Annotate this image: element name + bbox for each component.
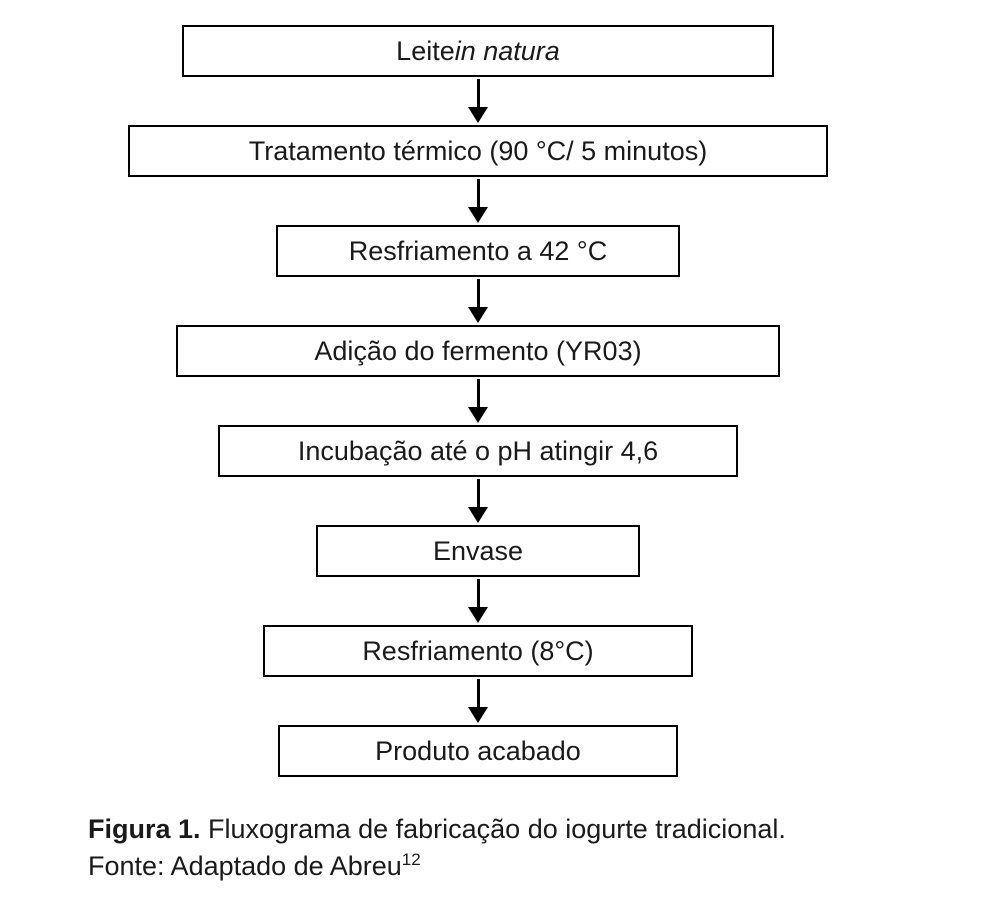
figure-caption-line1: Figura 1. Fluxograma de fabricação do io…	[88, 811, 1004, 848]
down-arrow-icon	[468, 577, 488, 625]
flow-step-label: Tratamento térmico (90 °C/ 5 minutos)	[248, 135, 708, 166]
yogurt-flowchart: Leite in natura Tratamento térmico (90 °…	[128, 25, 828, 777]
arrow-stem	[476, 679, 480, 709]
flow-step-resfriamento-8: Resfriamento (8°C)	[263, 625, 693, 677]
arrow-stem	[476, 479, 480, 509]
down-arrow-icon	[468, 477, 488, 525]
figure-caption: Figura 1. Fluxograma de fabricação do io…	[88, 811, 1004, 885]
flow-step-tratamento-termico: Tratamento térmico (90 °C/ 5 minutos)	[128, 125, 828, 177]
figure-source-reference-superscript: 12	[401, 850, 421, 869]
flow-step-label-italic: in natura	[454, 35, 560, 66]
flow-step-label: Resfriamento a 42 °C	[348, 235, 608, 266]
flow-step-leite-in-natura: Leite in natura	[182, 25, 774, 77]
flow-step-adicao-fermento: Adição do fermento (YR03)	[176, 325, 780, 377]
arrow-head	[468, 607, 488, 623]
figure-caption-text: Fluxograma de fabricação do iogurte trad…	[200, 814, 786, 844]
arrow-stem	[476, 79, 480, 109]
arrow-stem	[476, 379, 480, 409]
figure-source-text: Fonte: Adaptado de Abreu	[88, 851, 402, 881]
arrow-head	[468, 107, 488, 123]
arrow-head	[468, 707, 488, 723]
flow-step-label: Envase	[432, 535, 524, 566]
arrow-stem	[476, 579, 480, 609]
flow-step-label: Leite	[396, 35, 455, 66]
flow-step-produto-acabado: Produto acabado	[278, 725, 678, 777]
down-arrow-icon	[468, 77, 488, 125]
arrow-head	[468, 207, 488, 223]
arrow-head	[468, 407, 488, 423]
down-arrow-icon	[468, 177, 488, 225]
flow-step-envase: Envase	[316, 525, 640, 577]
down-arrow-icon	[468, 677, 488, 725]
figure-caption-source: Fonte: Adaptado de Abreu12	[88, 848, 1004, 885]
down-arrow-icon	[468, 277, 488, 325]
down-arrow-icon	[468, 377, 488, 425]
flow-step-resfriamento-42: Resfriamento a 42 °C	[276, 225, 680, 277]
figure-number-label: Figura 1.	[88, 814, 201, 844]
flow-step-label: Incubação até o pH atingir 4,6	[297, 435, 659, 466]
arrow-stem	[476, 279, 480, 309]
arrow-stem	[476, 179, 480, 209]
arrow-head	[468, 507, 488, 523]
flow-step-label: Adição do fermento (YR03)	[314, 335, 642, 366]
flow-step-incubacao-ph: Incubação até o pH atingir 4,6	[218, 425, 738, 477]
flow-step-label: Resfriamento (8°C)	[362, 635, 594, 666]
arrow-head	[468, 307, 488, 323]
flow-step-label: Produto acabado	[375, 735, 581, 766]
